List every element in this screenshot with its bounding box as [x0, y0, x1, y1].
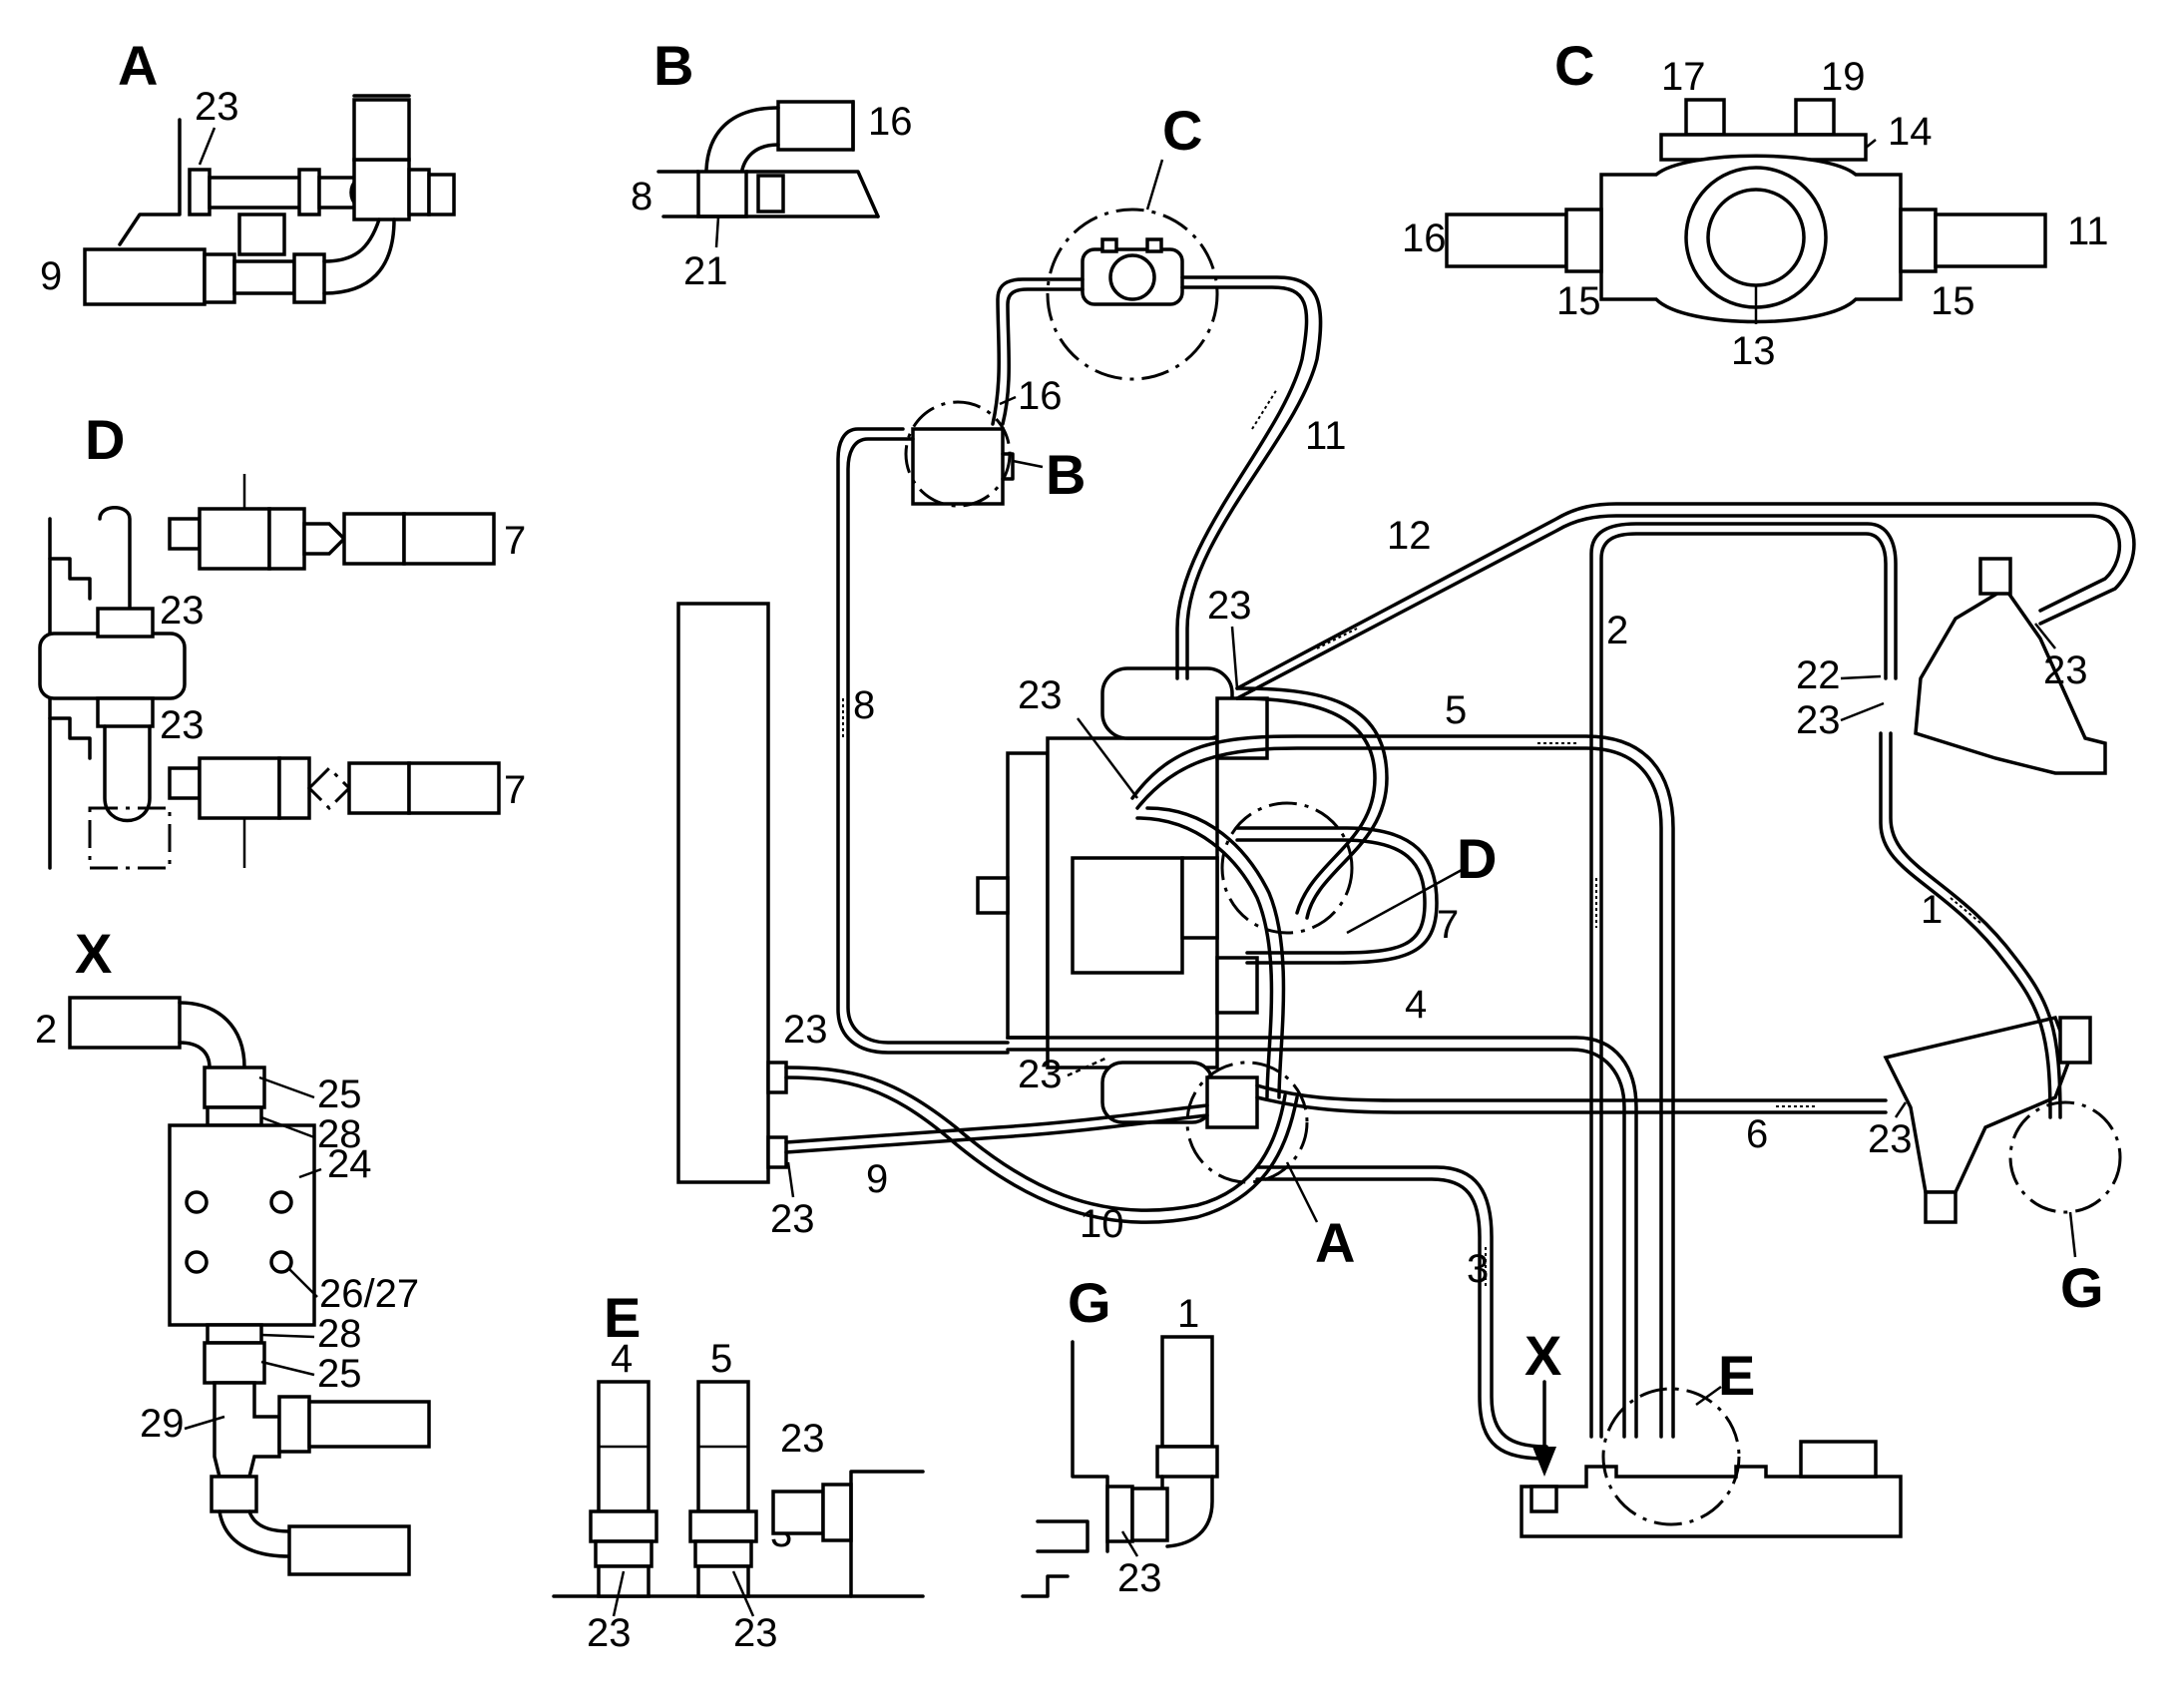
detail-a: A 23 9 [40, 34, 456, 306]
callout-circle-g [2008, 1100, 2122, 1214]
main-label-16: 16 [1018, 374, 1063, 418]
detail-e-title: E [604, 1286, 641, 1349]
main-label-5: 5 [1445, 688, 1467, 732]
main-callout-e: E [1718, 1344, 1755, 1407]
detail-d-title: D [85, 408, 125, 471]
detail-g-title: G [1068, 1271, 1111, 1334]
main-label-23-motor: 23 [1796, 698, 1841, 742]
main-assembly [676, 237, 2107, 1538]
main-label-23-mid: 23 [1018, 1053, 1063, 1096]
main-callout-d: D [1457, 827, 1497, 890]
pump-flange [1006, 751, 1050, 1040]
detail-d-label-7b: 7 [504, 768, 526, 812]
detail-b-title: B [654, 34, 693, 97]
tank [1520, 1465, 1903, 1538]
detail-c-label-13: 13 [1731, 329, 1776, 373]
detail-d-label-7a: 7 [504, 519, 526, 563]
detail-x-label-25b: 25 [317, 1352, 362, 1396]
detail-x-label-25a: 25 [317, 1072, 362, 1116]
main-label-23-top: 23 [1207, 584, 1252, 628]
main-label-23-right: 23 [2043, 648, 2088, 692]
detail-g-label-1: 1 [1177, 1292, 1199, 1336]
detail-e-label-23c: 23 [733, 1611, 778, 1655]
main-label-23-panel-a: 23 [783, 1008, 828, 1052]
main-label-23-lower-motor: 23 [1868, 1117, 1913, 1161]
main-callout-letters: C B D A E G X [1012, 99, 2104, 1477]
detail-a-title: A [118, 34, 158, 97]
detail-x-label-24: 24 [327, 1142, 372, 1186]
main-callout-a: A [1315, 1211, 1355, 1274]
detail-x-label-28b: 28 [317, 1312, 362, 1356]
main-label-2: 2 [1606, 609, 1628, 652]
detail-x-label-28a: 28 [317, 1112, 362, 1156]
detail-c-label-17: 17 [1661, 55, 1706, 99]
main-label-23-pump: 23 [1018, 673, 1063, 717]
detail-x-label-26-27: 26/27 [319, 1272, 419, 1316]
detail-g-label-23: 23 [1117, 1556, 1162, 1600]
detail-e: E 4 5 23 3 23 23 [552, 1286, 925, 1655]
detail-c-label-14: 14 [1888, 110, 1933, 154]
detail-e-label-23b: 23 [587, 1611, 632, 1655]
main-label-7: 7 [1437, 903, 1459, 947]
main-label-23-panel-b: 23 [770, 1197, 815, 1241]
callout-circles [904, 208, 2122, 1526]
callout-circle-e [1601, 1387, 1741, 1526]
detail-b-label-21: 21 [683, 249, 728, 293]
main-callout-x: X [1525, 1324, 1561, 1387]
main-callout-g: G [2060, 1256, 2104, 1319]
main-label-9: 9 [866, 1157, 888, 1201]
detail-c-label-19: 19 [1821, 55, 1866, 99]
tall-panel [676, 602, 770, 1184]
main-label-10: 10 [1080, 1202, 1124, 1246]
detail-e-label-23a: 23 [780, 1417, 825, 1461]
main-number-labels: 16 11 12 2 23 22 23 23 23 5 8 7 1 4 23 2… [770, 374, 2088, 1291]
detail-c-label-15b: 15 [1931, 279, 1975, 323]
detail-x-label-29: 29 [140, 1402, 185, 1446]
main-label-11: 11 [1305, 414, 1347, 458]
detail-e-label-5: 5 [710, 1337, 732, 1381]
detail-d-label-23b: 23 [160, 703, 205, 747]
main-label-1: 1 [1921, 888, 1943, 932]
detail-c-title: C [1554, 34, 1594, 97]
detail-x: X 2 25 28 24 26/27 28 25 29 [35, 922, 431, 1576]
detail-x-title: X [75, 922, 112, 985]
detail-b-label-8: 8 [631, 175, 653, 218]
callout-circle-d [1220, 801, 1354, 935]
detail-a-label-23: 23 [195, 85, 239, 129]
detail-d: D 7 23 23 7 [38, 408, 526, 870]
callout-circle-c [1046, 208, 1219, 381]
main-label-3: 3 [1467, 1247, 1489, 1291]
detail-c-label-15a: 15 [1556, 279, 1601, 323]
main-label-6: 6 [1746, 1112, 1768, 1156]
detail-g: G 1 23 [1021, 1271, 1219, 1600]
main-label-12: 12 [1387, 514, 1432, 558]
detail-b-label-16: 16 [868, 100, 913, 144]
detail-x-label-2: 2 [35, 1008, 57, 1052]
main-callout-b: B [1046, 443, 1086, 506]
callout-circle-b [904, 400, 1012, 508]
detail-c-label-11: 11 [2067, 210, 2109, 253]
callout-circle-a [1185, 1061, 1309, 1184]
detail-c: C 17 19 14 16 11 15 15 13 [1402, 34, 2109, 373]
detail-c-label-16: 16 [1402, 216, 1447, 260]
upper-motor [1914, 586, 2107, 775]
detail-d-label-23a: 23 [160, 589, 205, 633]
hoses [784, 275, 2136, 1461]
main-callout-c: C [1162, 99, 1202, 162]
main-label-22: 22 [1796, 653, 1841, 697]
detail-e-label-4: 4 [611, 1337, 633, 1381]
detail-a-label-9: 9 [40, 254, 62, 298]
lower-motor [1883, 1015, 2072, 1194]
detail-b: B 16 8 21 [631, 34, 913, 293]
main-label-8: 8 [853, 683, 875, 727]
main-label-4: 4 [1405, 983, 1427, 1027]
